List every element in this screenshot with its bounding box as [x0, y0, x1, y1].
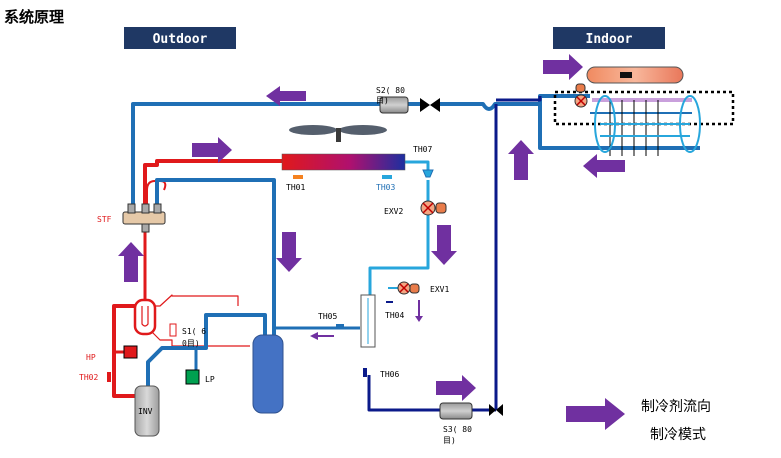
label-inv: INV: [138, 407, 153, 416]
strainer-s3: [439, 402, 473, 420]
label-th01: TH01: [286, 183, 305, 192]
label-th06: TH06: [380, 370, 399, 379]
arrow-down-accum: [276, 232, 302, 272]
pipe-indoor-return: [538, 104, 700, 150]
pipe-top-suction: [131, 102, 380, 215]
label-th04: TH04: [385, 311, 404, 320]
pipe-discharge-top: [143, 159, 282, 208]
oil-separator: [133, 298, 157, 336]
label-th05: TH05: [318, 312, 337, 321]
arrow-indoor-bottom: [583, 154, 625, 178]
label-th02: TH02: [79, 373, 98, 382]
oil-separator-inner: [141, 306, 149, 327]
legend-arrow: [566, 398, 625, 430]
arrow-up-stf: [118, 242, 144, 282]
valve-top: [420, 98, 440, 112]
exv2-valve: [420, 200, 447, 216]
label-s2-1: S2( 80: [376, 86, 405, 95]
arrow-top-left: [266, 86, 306, 106]
pipe-liquid-top: [496, 96, 542, 102]
labels: S2( 80 目) TH07 TH01 TH03 EXV2 EXV1 STF T…: [79, 86, 472, 445]
inverter-compressor: [134, 385, 160, 437]
label-hp: HP: [86, 353, 96, 362]
indoor-unit: [553, 66, 735, 156]
condenser-coil: [281, 153, 406, 171]
indoor-header: [553, 27, 665, 49]
label-exv2: EXV2: [384, 207, 403, 216]
outdoor-header-label: Outdoor: [153, 32, 208, 47]
pipe-top-suction-3: [440, 94, 590, 111]
arrow-down-exv1: [415, 300, 423, 322]
label-exv1: EXV1: [430, 285, 449, 294]
label-s1-1: S1( 6: [182, 327, 206, 336]
pipe-accum-comp: [146, 313, 267, 388]
arrow-down-exv2: [431, 225, 457, 265]
label-s1-2: 0目): [182, 339, 200, 348]
th03-sensor: [382, 175, 392, 179]
th07-sensor: [422, 169, 434, 178]
pipe-liquid-bottom: [367, 375, 440, 412]
pipe-stf-accum: [155, 178, 276, 340]
label-th03: TH03: [376, 183, 395, 192]
stf-four-way-valve: [122, 203, 166, 233]
label-th07: TH07: [413, 145, 432, 154]
arrow-left-th05: [310, 332, 334, 340]
arrow-bottom-right: [436, 375, 476, 401]
condenser-fan: [289, 125, 387, 142]
legend-mode: 制冷模式: [650, 427, 706, 443]
th05-sensor: [336, 324, 344, 327]
arrow-indoor-top: [543, 54, 583, 80]
label-s3-1: S3( 80: [443, 425, 472, 434]
flow-arrows: [118, 54, 625, 430]
valve-bottom: [489, 404, 503, 416]
indoor-header-label: Indoor: [586, 32, 633, 47]
page-title: 系统原理: [4, 8, 64, 26]
indoor-box: [553, 90, 735, 126]
label-s2-2: 目): [376, 96, 389, 105]
strainer-s1: [169, 323, 177, 337]
th02-sensor: [107, 372, 111, 382]
arrow-discharge: [192, 137, 232, 163]
th04-sensor: [386, 301, 393, 303]
th06-sensor: [363, 368, 367, 377]
label-lp: LP: [205, 375, 215, 384]
th01-sensor: [293, 175, 303, 179]
arrow-up-indoor: [508, 140, 534, 180]
label-s3-2: 目): [443, 436, 456, 445]
hp-switch: [123, 345, 138, 359]
outdoor-header: [124, 27, 236, 49]
lp-switch: [185, 369, 200, 385]
legend-arrow-label: 制冷剂流向: [641, 399, 711, 415]
pipe-oil-return: [152, 294, 239, 307]
accumulator: [252, 334, 284, 414]
exv1-valve: [397, 281, 420, 295]
strainer-s2: [379, 96, 409, 114]
pipe-cond-out: [405, 160, 430, 172]
label-stf: STF: [97, 215, 112, 224]
pipe-exv2: [368, 180, 430, 295]
